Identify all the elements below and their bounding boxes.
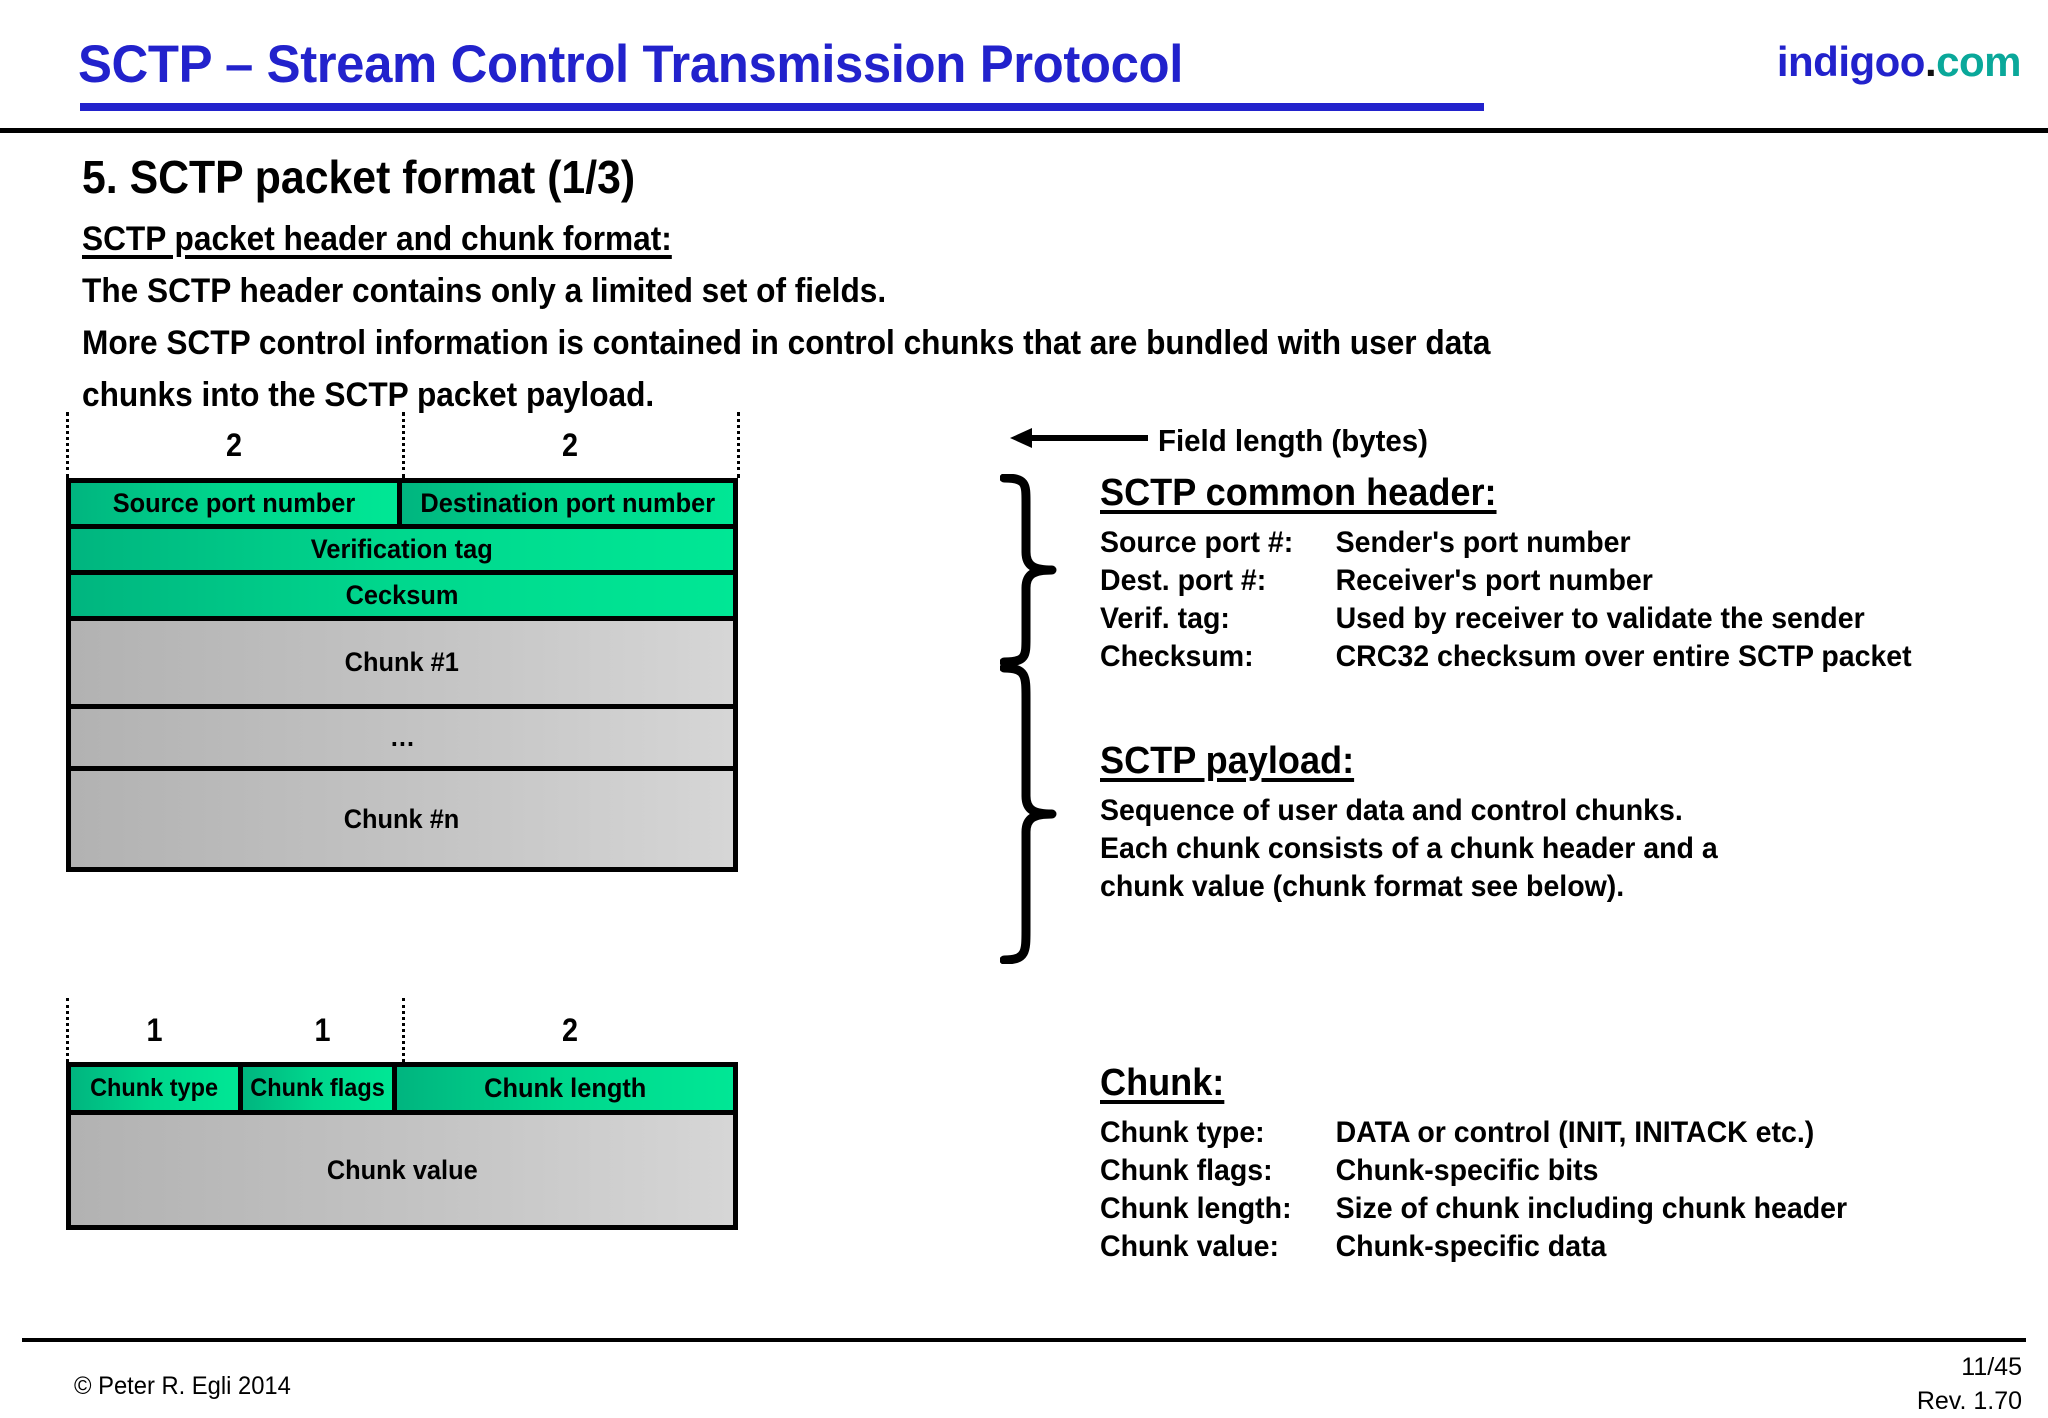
chunk-size-label-type: 1	[146, 1012, 163, 1048]
row-value: Sender's port number	[1335, 526, 1631, 559]
field-size-label-dest-port: 2	[561, 427, 579, 463]
packet-rows: Source port number Destination port numb…	[66, 478, 738, 872]
slide-header: SCTP – Stream Control Transmission Proto…	[0, 0, 2048, 133]
brand-name: indigoo	[1776, 38, 1926, 85]
sctp-packet-diagram: 2 2 Source port number Destination port …	[66, 412, 740, 956]
footer-copyright: © Peter R. Egli 2014	[74, 1372, 291, 1400]
chunk-rows: Chunk type Chunk flags Chunk length Chun…	[66, 1062, 738, 1230]
row-value: Chunk-specific data	[1335, 1230, 1607, 1263]
row-key: Dest. port #:	[1100, 564, 1267, 597]
chunk-guide-line-middle	[402, 998, 405, 1062]
sctp-common-header-block: SCTP common header: Source port #: Sende…	[1100, 472, 2000, 676]
common-header-row: Verif. tag: Used by receiver to validate…	[1100, 600, 1955, 638]
field-source-port-number: Source port number	[71, 483, 402, 524]
field-chunk-value: Chunk value	[71, 1115, 733, 1225]
row-key: Chunk value:	[1100, 1230, 1279, 1263]
chunk-row-value: Chunk value	[71, 1115, 733, 1225]
sctp-chunk-diagram: 1 1 2 Chunk type Chunk flags Chunk lengt…	[66, 998, 740, 1268]
row-key: Chunk flags:	[1100, 1154, 1273, 1187]
brace-icon	[1000, 664, 1057, 964]
intro-line-1: The SCTP header contains only a limited …	[82, 272, 887, 310]
field-chunk-1: Chunk #1	[71, 621, 733, 704]
field-chunk-type: Chunk type	[71, 1067, 243, 1110]
chunk-block-row: Chunk value: Chunk-specific data	[1100, 1228, 1955, 1266]
field-destination-port-number: Destination port number	[402, 483, 733, 524]
packet-row-chunk-ellipsis: …	[71, 709, 733, 771]
row-key: Source port #:	[1100, 526, 1294, 559]
row-value: Used by receiver to validate the sender	[1335, 602, 1865, 635]
brand-tld: com	[1936, 38, 2021, 85]
chunk-size-label-length: 2	[561, 1012, 579, 1048]
footer-revision: Rev. 1.70	[1916, 1387, 2022, 1415]
chunk-block-row: Chunk type: DATA or control (INIT, INITA…	[1100, 1114, 1955, 1152]
intro-line-2: More SCTP control information is contain…	[82, 324, 1491, 362]
packet-row-chunk-1: Chunk #1	[71, 621, 733, 709]
brand-logo: indigoo.com	[1776, 38, 2022, 86]
common-header-row: Source port #: Sender's port number	[1100, 524, 1955, 562]
payload-line-1: Sequence of user data and control chunks…	[1100, 794, 1683, 827]
sctp-payload-title: SCTP payload:	[1100, 740, 1355, 782]
payload-line-3: chunk value (chunk format see below).	[1100, 870, 1625, 903]
payload-line-2: Each chunk consists of a chunk header an…	[1100, 832, 1718, 865]
brace-payload	[1000, 664, 1060, 964]
field-checksum: Cecksum	[71, 575, 733, 616]
field-verification-tag: Verification tag	[71, 529, 733, 570]
sctp-payload-block: SCTP payload: Sequence of user data and …	[1100, 740, 2000, 906]
field-length-label: Field length (bytes)	[1158, 423, 1428, 458]
brand-dot: .	[1924, 38, 1937, 85]
packet-row-chunk-n: Chunk #n	[71, 771, 733, 867]
slide-title: 5. SCTP packet format (1/3)	[82, 151, 636, 203]
common-header-row: Checksum: CRC32 checksum over entire SCT…	[1100, 638, 1955, 676]
page-title-underline	[80, 103, 1484, 111]
row-key: Checksum:	[1100, 640, 1254, 673]
row-value: Size of chunk including chunk header	[1335, 1192, 1848, 1225]
row-key: Chunk length:	[1100, 1192, 1292, 1225]
field-chunk-flags: Chunk flags	[243, 1067, 397, 1110]
field-chunk-length: Chunk length	[397, 1067, 733, 1110]
intro-line-3: chunks into the SCTP packet payload.	[82, 376, 655, 414]
chunk-guide-line-left	[66, 998, 69, 1062]
row-key: Chunk type:	[1100, 1116, 1265, 1149]
chunk-size-label-flags: 1	[314, 1012, 331, 1048]
arrow-left-icon	[1010, 428, 1148, 448]
footer-divider	[22, 1338, 2026, 1342]
field-length-arrow	[1010, 425, 1150, 451]
common-header-row: Dest. port #: Receiver's port number	[1100, 562, 1955, 600]
field-size-label-source-port: 2	[225, 427, 243, 463]
chunk-explanation-block: Chunk: Chunk type: DATA or control (INIT…	[1100, 1062, 2000, 1266]
field-chunk-ellipsis: …	[71, 709, 733, 766]
brace-icon	[1000, 474, 1057, 666]
packet-row-ports: Source port number Destination port numb…	[71, 483, 733, 529]
row-value: CRC32 checksum over entire SCTP packet	[1335, 640, 1912, 673]
sctp-common-header-title: SCTP common header:	[1100, 472, 1497, 514]
packet-row-checksum: Cecksum	[71, 575, 733, 621]
intro-line-heading: SCTP packet header and chunk format:	[82, 220, 672, 258]
chunk-row-header: Chunk type Chunk flags Chunk length	[71, 1067, 733, 1115]
page-title: SCTP – Stream Control Transmission Proto…	[78, 35, 1183, 94]
header-divider	[0, 128, 2048, 133]
chunk-block-row: Chunk flags: Chunk-specific bits	[1100, 1152, 1955, 1190]
row-value: DATA or control (INIT, INITACK etc.)	[1335, 1116, 1815, 1149]
brace-common-header	[1000, 474, 1060, 666]
field-chunk-n: Chunk #n	[71, 771, 733, 867]
row-value: Chunk-specific bits	[1335, 1154, 1599, 1187]
footer-page-number: 11/45	[1961, 1353, 2022, 1381]
row-value: Receiver's port number	[1335, 564, 1653, 597]
guide-line-left	[66, 412, 69, 478]
chunk-block-row: Chunk length: Size of chunk including ch…	[1100, 1190, 1955, 1228]
packet-row-verification-tag: Verification tag	[71, 529, 733, 575]
guide-line-middle	[402, 412, 405, 478]
footer-page-info: 11/45 Rev. 1.70	[1917, 1350, 2022, 1418]
chunk-block-title: Chunk:	[1100, 1062, 1225, 1104]
row-key: Verif. tag:	[1100, 602, 1230, 635]
guide-line-right	[737, 412, 740, 478]
